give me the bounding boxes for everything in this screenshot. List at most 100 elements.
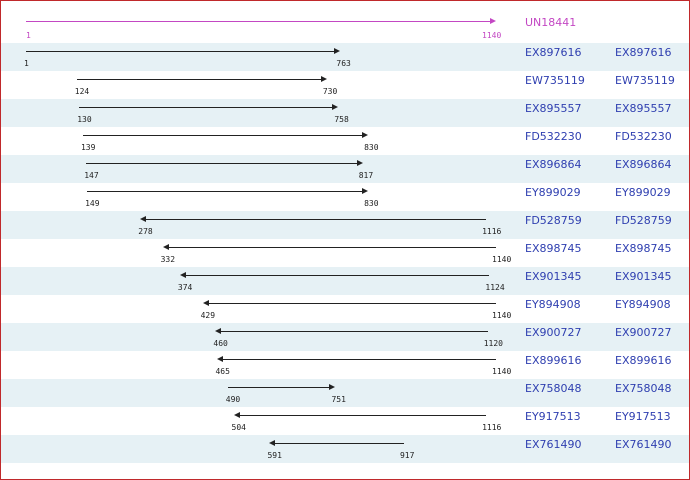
alignment-start-label: 374 [177, 283, 193, 292]
reference-arrow-head [490, 18, 496, 24]
alignment-row: 591 917 EX761490 EX761490 [1, 435, 689, 463]
alignment-arrow-line [185, 275, 490, 276]
alignment-end-label: 830 [364, 143, 379, 152]
alignment-accession-link[interactable]: EY917513 [615, 410, 671, 423]
reference-arrow-line [26, 21, 490, 22]
alignment-row: 278 1116 FD528759 FD528759 [1, 211, 689, 239]
alignment-end-label: 1124 [485, 283, 505, 292]
alignment-arrow-head [179, 272, 186, 278]
alignment-arrow-line [223, 359, 496, 360]
alignment-row: 147 817 EX896864 EX896864 [1, 155, 689, 183]
reference-name-link[interactable]: UN18441 [525, 16, 577, 29]
alignment-end-label: 751 [331, 395, 346, 404]
alignment-name-link[interactable]: EY894908 [525, 298, 581, 311]
alignment-arrow-line [76, 79, 321, 80]
alignment-name-link[interactable]: EX899616 [525, 354, 582, 367]
alignment-name-link[interactable]: EX900727 [525, 326, 582, 339]
alignment-accession-link[interactable]: EX899616 [615, 354, 672, 367]
alignment-arrow-head [140, 216, 147, 222]
alignment-arrow-head [332, 104, 339, 110]
alignment-row: 504 1116 EY917513 EY917513 [1, 407, 689, 435]
alignment-end-label: 730 [322, 87, 338, 96]
alignment-accession-link[interactable]: EX901345 [615, 270, 672, 283]
alignment-arrow-head [233, 412, 240, 418]
alignment-end-label: 1140 [492, 367, 512, 376]
alignment-start-label: 591 [267, 451, 282, 460]
alignment-arrow-line [239, 415, 487, 416]
alignment-arrow-line [86, 163, 357, 164]
alignment-end-label: 763 [336, 59, 351, 68]
alignment-arrow-head [320, 76, 327, 82]
alignment-arrow-head [334, 48, 341, 54]
alignment-accession-link[interactable]: EX895557 [615, 102, 672, 115]
reference-start-label: 1 [26, 31, 31, 40]
alignment-name-link[interactable]: FD532230 [525, 130, 582, 143]
alignment-accession-link[interactable]: EX758048 [615, 382, 672, 395]
alignment-end-label: 1120 [483, 339, 503, 348]
alignment-start-label: 149 [85, 199, 100, 208]
alignment-accession-link[interactable]: FD528759 [615, 214, 672, 227]
alignment-name-link[interactable]: EX758048 [525, 382, 582, 395]
alignment-end-label: 817 [358, 171, 374, 180]
alignment-start-label: 465 [215, 367, 230, 376]
alignment-name-link[interactable]: EX895557 [525, 102, 582, 115]
alignment-row: 149 830 EY899029 EY899029 [1, 183, 689, 211]
alignment-name-link[interactable]: EX901345 [525, 270, 582, 283]
alignment-row: 124 730 EW735119 EW735119 [1, 71, 689, 99]
reference-end-label: 1140 [482, 31, 502, 40]
alignment-accession-link[interactable]: EX761490 [615, 438, 672, 451]
alignment-accession-link[interactable]: EY894908 [615, 298, 671, 311]
alignment-start-label: 278 [138, 227, 153, 236]
alignment-end-label: 1116 [482, 423, 502, 432]
alignment-arrow-head [362, 132, 369, 138]
alignment-name-link[interactable]: EX761490 [525, 438, 582, 451]
alignment-arrow-line [208, 303, 496, 304]
alignment-accession-link[interactable]: EY899029 [615, 186, 671, 199]
alignment-name-link[interactable]: EX898745 [525, 242, 582, 255]
alignment-arrow-head [217, 356, 224, 362]
alignment-accession-link[interactable]: EX896864 [615, 158, 672, 171]
alignment-start-label: 139 [80, 143, 96, 152]
alignment-start-label: 124 [74, 87, 90, 96]
alignment-arrow-head [162, 244, 169, 250]
alignment-accession-link[interactable]: FD532230 [615, 130, 672, 143]
alignment-arrow-line [275, 443, 404, 444]
alignment-name-link[interactable]: EW735119 [525, 74, 585, 87]
alignment-end-label: 758 [334, 115, 349, 124]
alignment-arrow-line [79, 107, 333, 108]
alignment-start-label: 147 [84, 171, 99, 180]
alignment-end-label: 917 [399, 451, 415, 460]
alignment-accession-link[interactable]: EX897616 [615, 46, 672, 59]
alignment-name-link[interactable]: EX897616 [525, 46, 582, 59]
alignment-start-label: 332 [160, 255, 176, 264]
alignment-row: 490 751 EX758048 EX758048 [1, 379, 689, 407]
alignment-name-link[interactable]: EX896864 [525, 158, 582, 171]
alignment-name-link[interactable]: FD528759 [525, 214, 582, 227]
alignment-accession-link[interactable]: EX900727 [615, 326, 672, 339]
alignment-name-link[interactable]: EY917513 [525, 410, 581, 423]
alignment-start-label: 460 [213, 339, 228, 348]
alignment-start-label: 504 [231, 423, 246, 432]
alignment-name-link[interactable]: EY899029 [525, 186, 581, 199]
alignment-end-label: 1116 [482, 227, 502, 236]
alignment-arrow-line [87, 191, 363, 192]
alignment-arrow-line [146, 219, 487, 220]
alignment-arrow-head [215, 328, 222, 334]
alignment-end-label: 830 [364, 199, 379, 208]
alignment-arrow-line [168, 247, 496, 248]
alignment-end-label: 1140 [492, 255, 512, 264]
alignment-row: 139 830 FD532230 FD532230 [1, 127, 689, 155]
alignment-start-label: 130 [77, 115, 92, 124]
alignment-row: 374 1124 EX901345 EX901345 [1, 267, 689, 295]
alignment-row: 465 1140 EX899616 EX899616 [1, 351, 689, 379]
alignment-accession-link[interactable]: EW735119 [615, 74, 675, 87]
alignment-row: 460 1120 EX900727 EX900727 [1, 323, 689, 351]
alignment-arrow-line [26, 51, 335, 52]
alignment-start-label: 490 [225, 395, 241, 404]
alignment-row: 332 1140 EX898745 EX898745 [1, 239, 689, 267]
alignment-arrow-head [269, 440, 276, 446]
alignment-accession-link[interactable]: EX898745 [615, 242, 672, 255]
